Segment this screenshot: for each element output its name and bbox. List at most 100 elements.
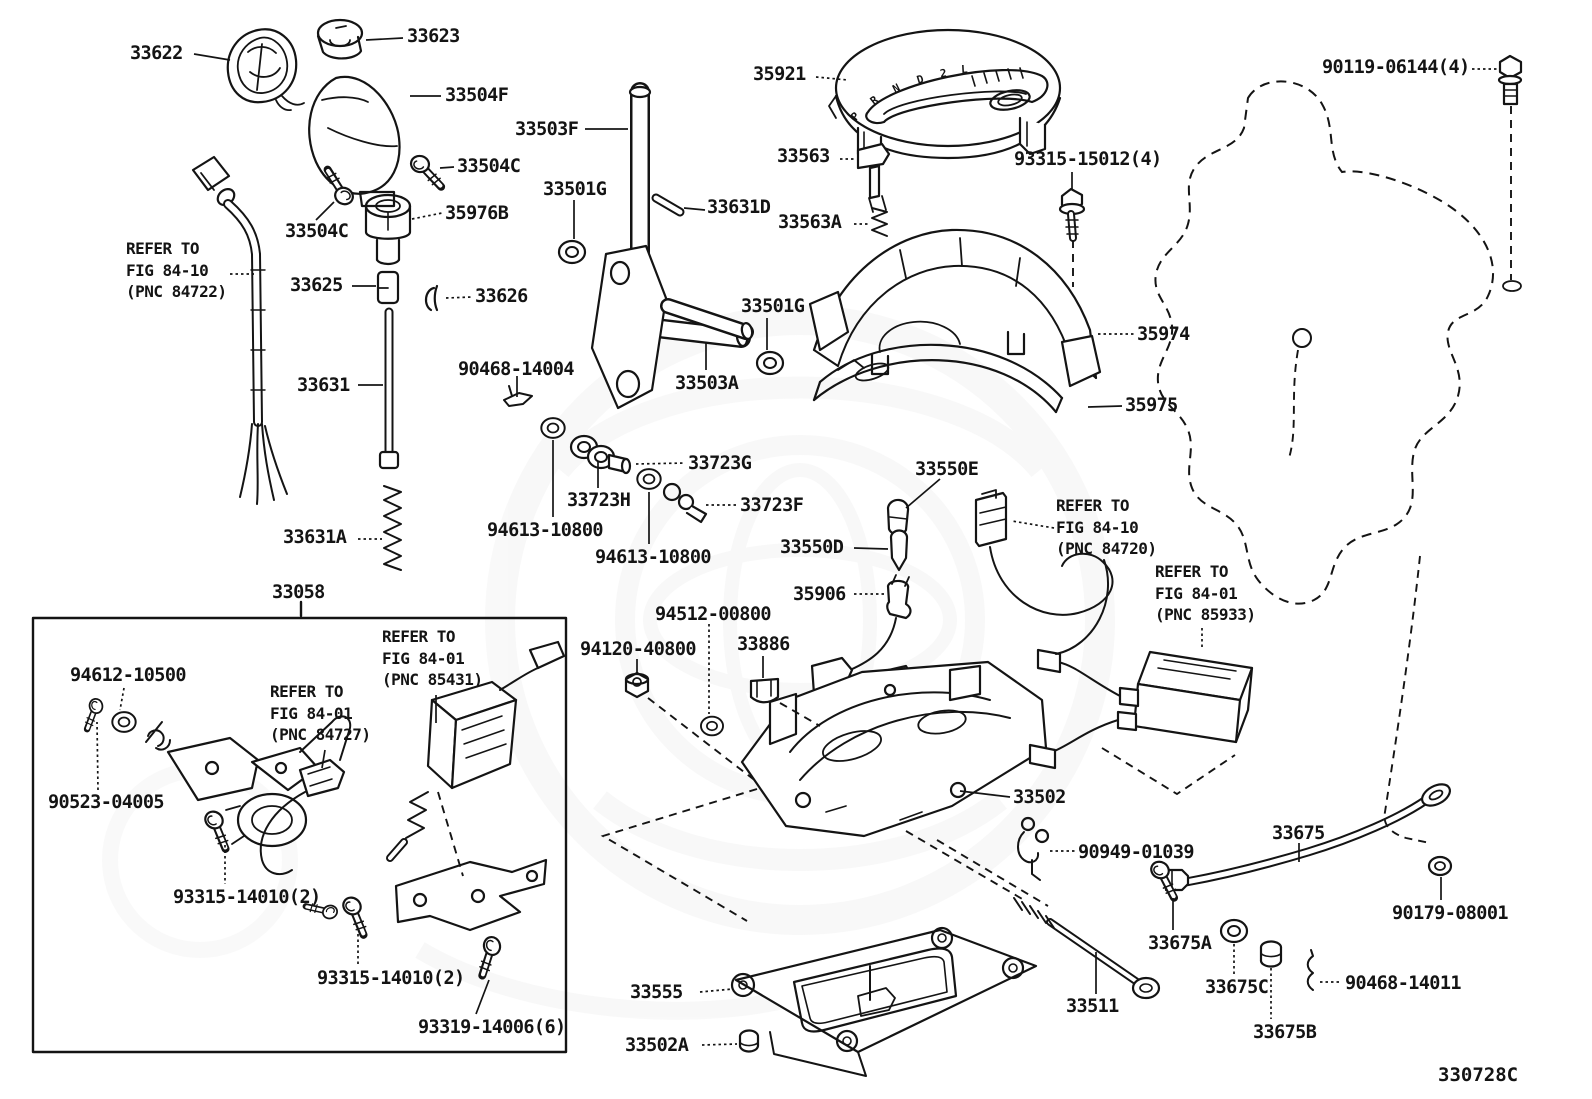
part-label-90468-14011: 90468-14011 (1345, 973, 1462, 994)
part-label-33886: 33886 (737, 634, 790, 655)
grommet-33501G-b-art (755, 350, 785, 376)
part-label-94612-10500: 94612-10500 (70, 665, 187, 686)
part-label-35921: 35921 (753, 64, 806, 85)
clip-90949-art (1017, 816, 1050, 881)
ref-note-pnc-84720: REFER TO FIG 84-10 (PNC 84720) (1056, 495, 1157, 560)
ref-note-line: REFER TO (1056, 496, 1130, 515)
figure-code: 330728C (1438, 1064, 1519, 1086)
ref-note-line: (PNC 84720) (1056, 539, 1157, 558)
ref-note-line: (PNC 84722) (126, 282, 227, 301)
screw-33504C-a-art (407, 154, 447, 187)
ref-note-pnc-84722: REFER TO FIG 84-10 (PNC 84722) (126, 238, 227, 303)
shift-knob-33504F-art (308, 75, 401, 208)
part-label-90949-01039: 90949-01039 (1078, 842, 1195, 863)
part-label-33504c-b: 33504C (285, 221, 349, 242)
part-label-94512-00800: 94512-00800 (655, 604, 772, 625)
plug-33502A-art (738, 1029, 760, 1053)
part-label-90468-14004: 90468-14004 (458, 359, 575, 380)
part-label-33563: 33563 (777, 146, 830, 167)
part-label-33504f: 33504F (445, 85, 509, 106)
part-label-33504c-a: 33504C (457, 156, 521, 177)
connector-84720-art (974, 489, 1114, 616)
part-label-33622: 33622 (130, 43, 183, 64)
bulb-33550E-art (886, 498, 910, 536)
part-label-93315-14010-a: 93315-14010(2) (173, 887, 321, 908)
inset-bracket-art (394, 858, 548, 976)
part-label-90179-08001: 90179-08001 (1392, 903, 1509, 924)
control-rod-33675-art (1164, 783, 1452, 892)
slide-plate-35975-art (812, 343, 1064, 414)
inset-solenoid-85431-art (386, 640, 566, 862)
part-label-33675b: 33675B (1253, 1022, 1317, 1043)
knob-collar-35976B-art (364, 193, 412, 266)
part-label-33675c: 33675C (1205, 977, 1269, 998)
ecu-85933-art (1028, 559, 1254, 770)
part-label-94613-10800-a: 94613-10800 (487, 520, 604, 541)
part-label-33631d: 33631D (707, 197, 771, 218)
grommet-33501G-a-art (557, 239, 587, 265)
part-label-35976b: 35976B (445, 203, 509, 224)
part-label-93315-15012: 93315-15012(4) (1014, 149, 1162, 170)
upper-housing-35974-art (808, 228, 1102, 388)
part-label-33675a: 33675A (1148, 933, 1212, 954)
part-label-33550d: 33550D (780, 537, 844, 558)
oring-94512-art (700, 715, 724, 737)
part-label-93315-14010-b: 93315-14010(2) (317, 968, 465, 989)
bolt-33511-art (1013, 897, 1161, 1000)
part-label-33626: 33626 (475, 286, 528, 307)
pin-33631D-art (651, 193, 685, 217)
part-label-33511: 33511 (1066, 996, 1119, 1017)
bushing-90179-art (1427, 855, 1453, 877)
ref-note-line: FIG 84-10 (126, 260, 209, 280)
part-label-90523-04005: 90523-04005 (48, 792, 165, 813)
ref-note-line: (PNC 85431) (382, 670, 483, 689)
part-label-94120-40800: 94120-40800 (580, 639, 697, 660)
detent-33625-art (376, 270, 400, 305)
part-label-33503f: 33503F (515, 119, 579, 140)
grommet-33675C-art (1219, 918, 1249, 944)
ref-note-line: REFER TO (126, 239, 200, 258)
assembly-dashed-lines (437, 106, 1512, 922)
ref-note-pnc-85933: REFER TO FIG 84-01 (PNC 85933) (1155, 561, 1256, 626)
dome-letter: L (960, 62, 968, 77)
part-label-33625: 33625 (290, 275, 343, 296)
ref-note-line: REFER TO (1155, 562, 1229, 581)
spring-pin-parts-art (503, 385, 708, 524)
part-label-33631: 33631 (297, 375, 350, 396)
ref-note-pnc-84727: REFER TO FIG 84-01 (PNC 84727) (270, 681, 371, 746)
ref-note-line: (PNC 85933) (1155, 605, 1256, 624)
clip-90468-14011-art (1306, 949, 1314, 991)
indicator-housing-35921-art (828, 28, 1062, 166)
part-label-33555: 33555 (630, 982, 683, 1003)
ref-note-line: FIG 84-01 (382, 648, 465, 668)
part-label-33501g-a: 33501G (543, 179, 607, 200)
bolt-90119-art (1497, 54, 1523, 292)
part-label-33502a: 33502A (625, 1035, 689, 1056)
leader-lines (96, 37, 1497, 1046)
part-label-33631a: 33631A (283, 527, 347, 548)
spring-33563A-art (871, 207, 888, 237)
bulb-socket-33563-art (856, 142, 891, 213)
transmission-outline (1154, 80, 1495, 605)
ref-note-line: REFER TO (270, 682, 344, 701)
part-label-35974: 35974 (1137, 324, 1190, 345)
ref-note-line: FIG 84-01 (1155, 583, 1238, 603)
part-label-90119-06144: 90119-06144(4) (1322, 57, 1470, 78)
spring-33631A-art (383, 485, 402, 571)
clamp-33886-art (749, 677, 780, 704)
screw-93315-15012-art (1058, 187, 1086, 242)
part-label-33503a: 33503A (675, 373, 739, 394)
part-label-35975: 35975 (1125, 395, 1178, 416)
transmission-details (1292, 328, 1312, 348)
ref-note-line: FIG 84-10 (1056, 517, 1139, 537)
part-label-33723h: 33723H (567, 490, 631, 511)
ref-note-line: (PNC 84727) (270, 725, 371, 744)
ref-note-line: FIG 84-01 (270, 703, 353, 723)
part-label-33058: 33058 (272, 582, 325, 603)
knob-cap-33622-art (226, 28, 305, 112)
bushing-33675B-art (1259, 940, 1283, 968)
bulb-33550D-art (889, 529, 909, 572)
part-label-33623: 33623 (407, 26, 460, 47)
